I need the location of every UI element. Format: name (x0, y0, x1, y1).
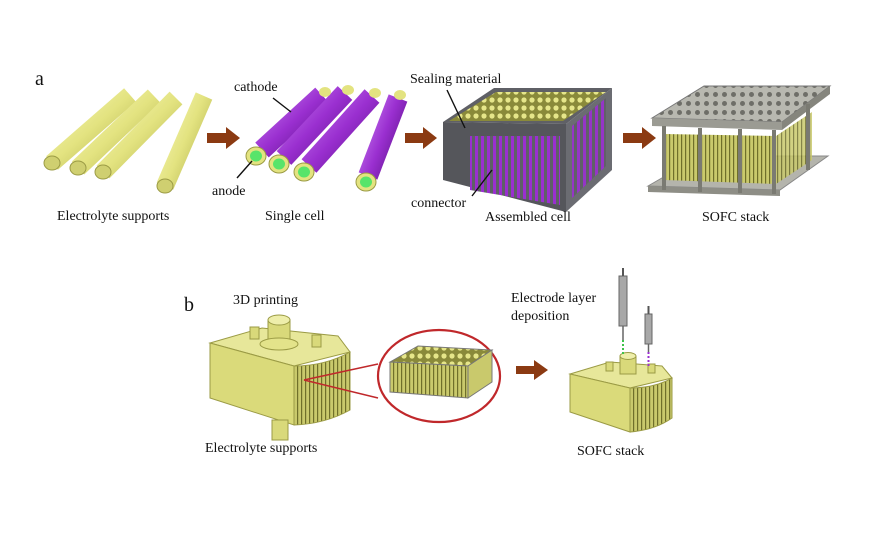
panel-label-a: a (35, 68, 44, 90)
electrolyte-supports-b-label: Electrolyte supports (205, 441, 318, 456)
electrolyte-supports-label: Electrolyte supports (57, 209, 170, 224)
arrow-2 (405, 127, 437, 149)
arrow-1 (207, 127, 240, 149)
sofc-stack-a-label: SOFC stack (702, 210, 770, 225)
sealing-pointer (446, 89, 466, 129)
electrolyte-support-block (208, 314, 351, 441)
anode-label: anode (212, 184, 246, 199)
sofc-stack-b (568, 352, 673, 433)
arrow-3 (623, 127, 656, 149)
zoom-line-top (303, 363, 379, 381)
panel-label-b: b (184, 294, 194, 316)
cathode-pointer (272, 97, 292, 113)
deposition-needle-purple (644, 306, 653, 366)
connector-pointer (471, 169, 493, 197)
zoomed-channels (388, 345, 494, 399)
single-cell-tubes (245, 85, 408, 192)
cathode-label: cathode (234, 80, 278, 95)
sofc-stack-a (646, 85, 832, 196)
single-cell-label: Single cell (265, 209, 325, 224)
sealing-material-label: Sealing material (410, 72, 502, 87)
electrode-deposition-label-line1: Electrode layer (511, 291, 597, 306)
zoom-line-bottom (303, 379, 379, 399)
assembled-cell-label: Assembled cell (485, 210, 571, 225)
sofc-stack-b-label: SOFC stack (577, 444, 645, 459)
arrow-4 (516, 360, 548, 380)
3d-printing-label: 3D printing (233, 293, 298, 308)
anode-pointer (236, 160, 253, 179)
electrode-deposition-label-line2: deposition (511, 309, 570, 324)
electrolyte-tubes (43, 88, 213, 194)
connector-label: connector (411, 196, 467, 211)
deposition-needle-green (618, 268, 628, 356)
assembled-cell-box (443, 88, 612, 212)
